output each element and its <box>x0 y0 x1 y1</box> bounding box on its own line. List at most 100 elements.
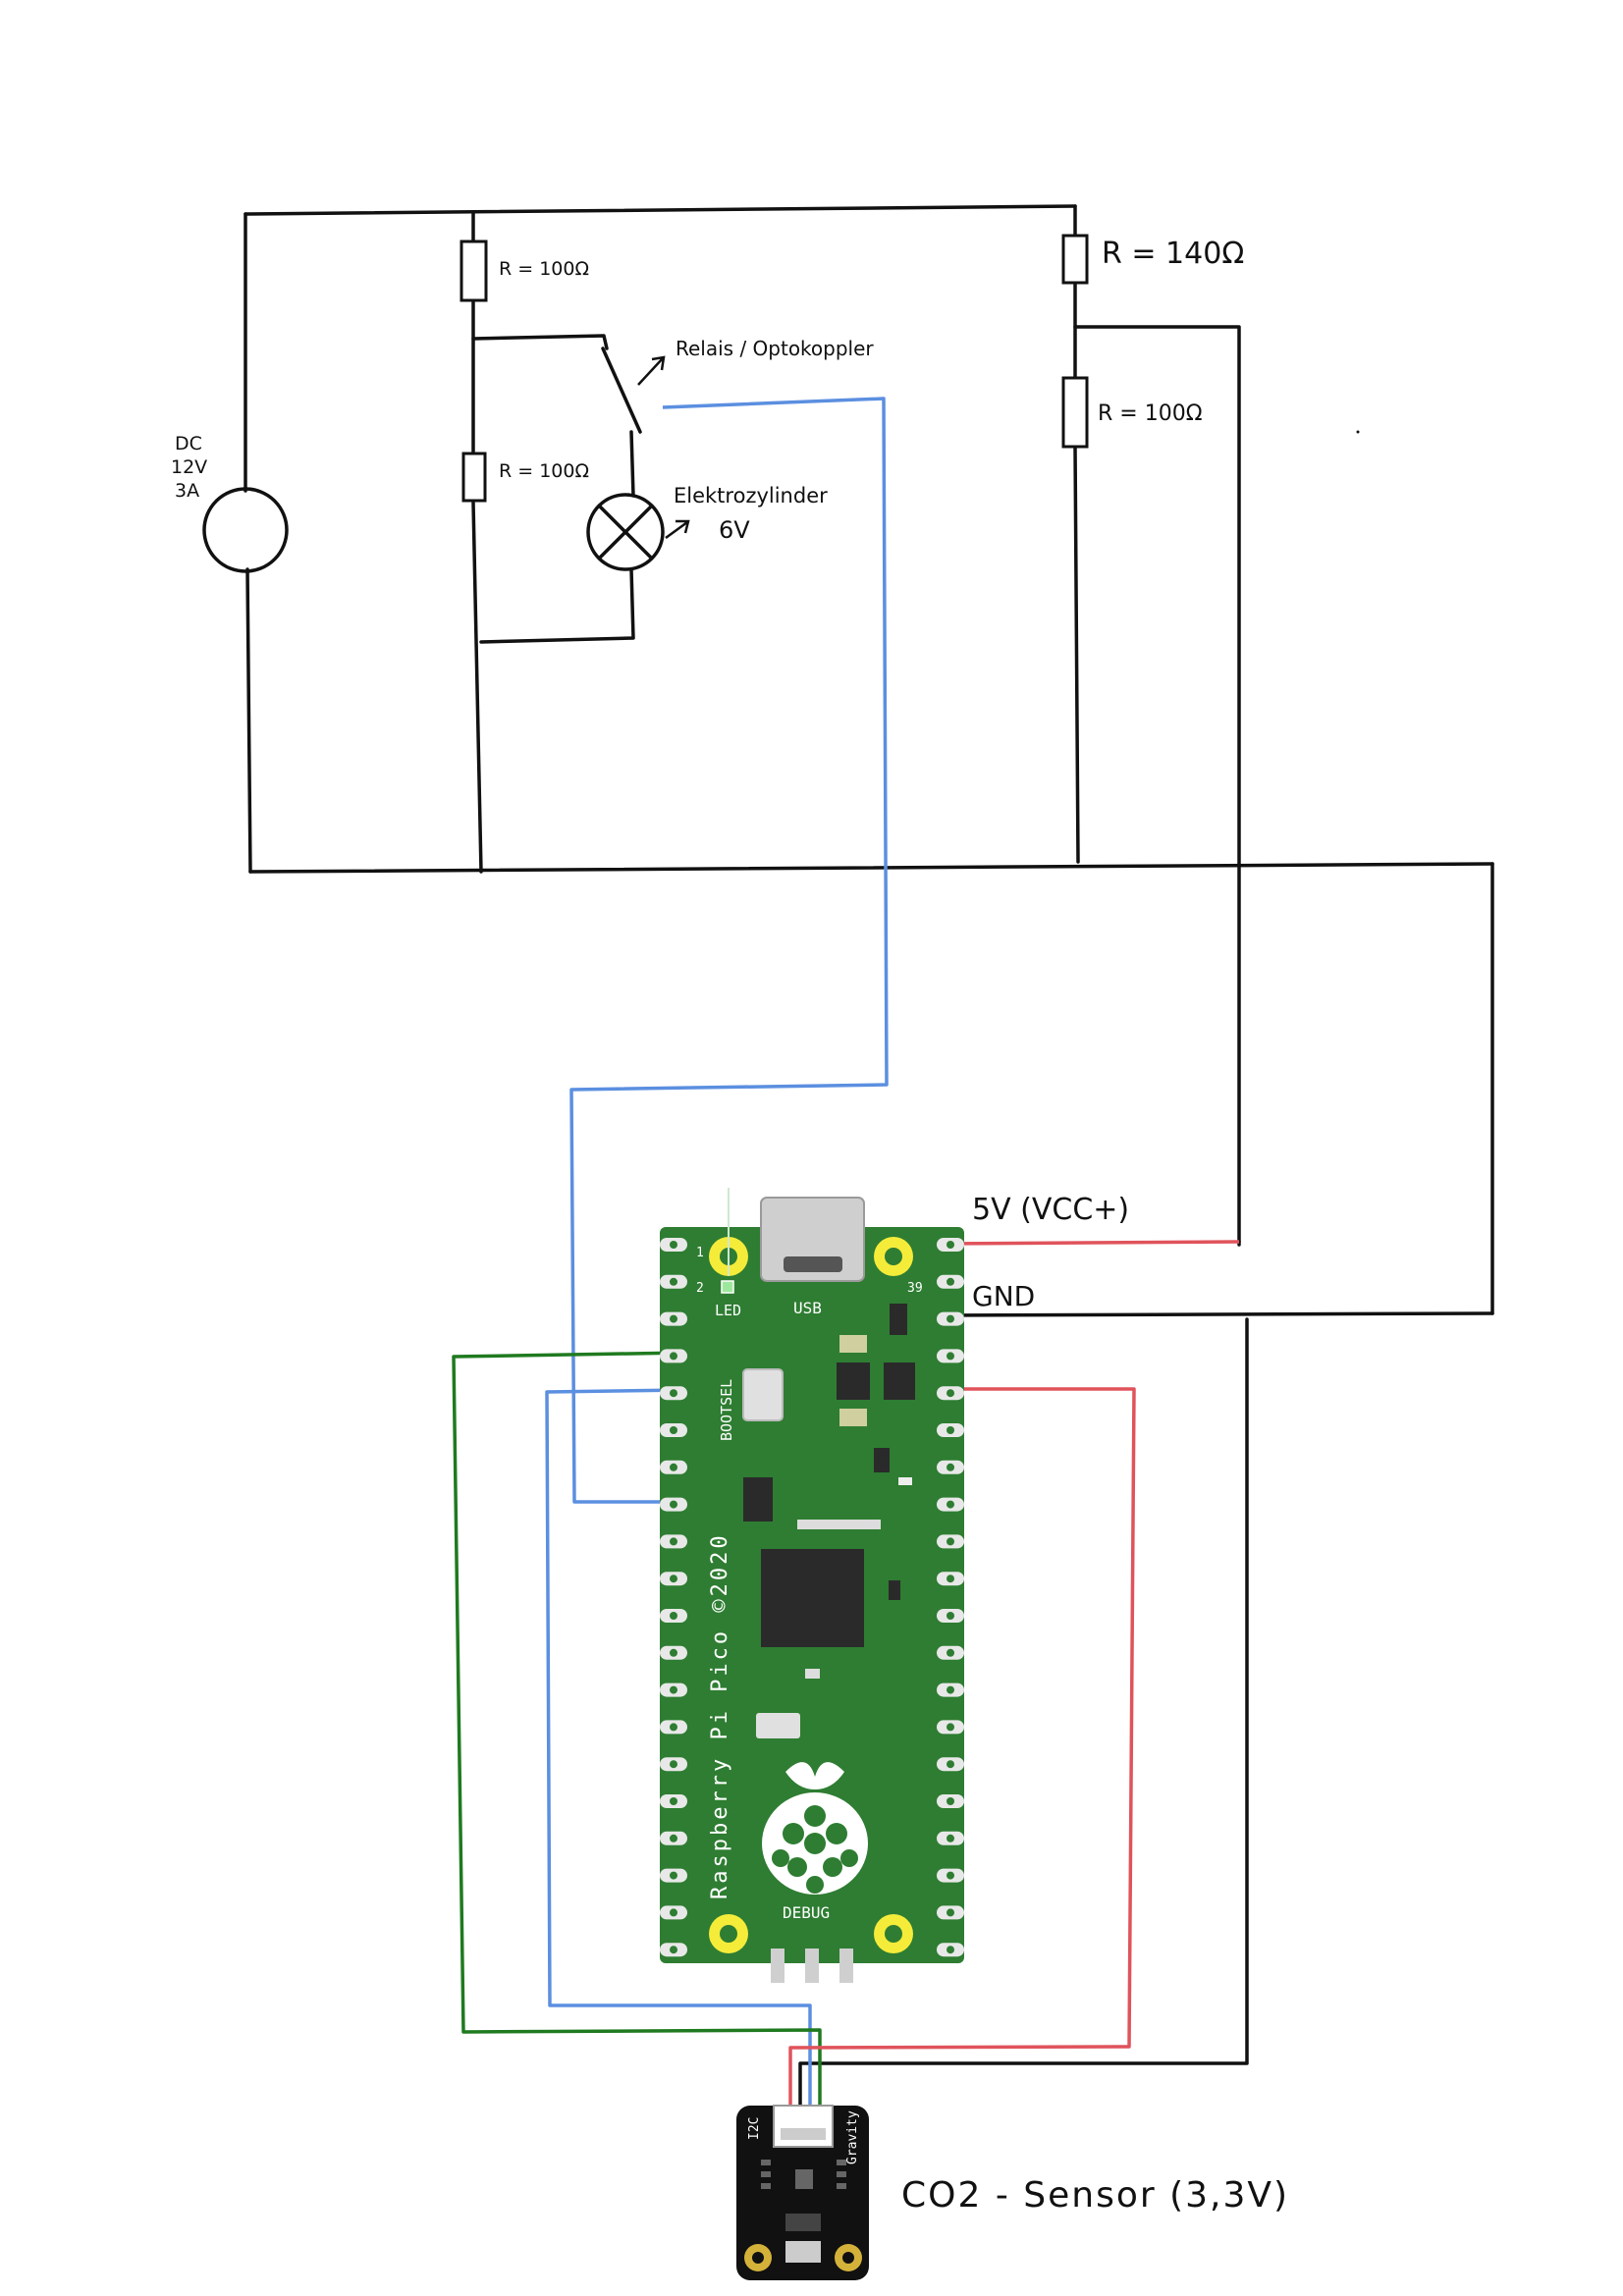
header-pin-hole <box>670 1908 677 1917</box>
header-pin-hole <box>947 1871 954 1880</box>
wire-blue-relay-control <box>569 397 889 1504</box>
wire-left-rail-lower <box>245 567 252 874</box>
wire-relay-feed <box>471 334 609 350</box>
wire-gnd-to-pico <box>936 1311 1494 1317</box>
pico-debug-label: DEBUG <box>783 1903 830 1922</box>
header-pin-hole <box>670 1277 677 1286</box>
resistor-top-left <box>460 240 488 302</box>
header-pin-hole <box>670 1797 677 1805</box>
header-pin-hole <box>947 1908 954 1917</box>
wire-green-sensor <box>452 1351 822 2106</box>
header-pin-hole <box>670 1352 677 1361</box>
header-pin-hole <box>947 1277 954 1286</box>
co2-sensor-board: I2C Gravity <box>736 2105 869 2280</box>
resistor-top-right <box>1061 234 1089 285</box>
lamp-arrow-icon <box>665 519 690 540</box>
header-pin-hole <box>947 1723 954 1732</box>
load-name-label: Elektrozylinder <box>674 484 828 507</box>
pico-pin2-label: 2 <box>696 1281 704 1296</box>
chip-small-4 <box>884 1362 915 1400</box>
sensor-switch <box>785 2241 821 2263</box>
header-pin-hole <box>670 1575 677 1583</box>
crystal <box>756 1713 800 1738</box>
resistor-label-mid-right: R = 100Ω <box>1098 401 1203 426</box>
led-icon <box>721 1280 734 1294</box>
inductor-2 <box>839 1409 867 1426</box>
bootsel-button <box>742 1368 784 1421</box>
dc-label-line2: 12V <box>171 456 207 478</box>
dc-label-line3: 3A <box>175 480 199 502</box>
header-pin-hole <box>670 1871 677 1880</box>
pin-5v-label: 5V (VCC+) <box>972 1193 1129 1227</box>
header-pin-hole <box>670 1834 677 1842</box>
wire-relay-switch <box>601 347 642 434</box>
pico-pin1-label: 1 <box>696 1246 704 1260</box>
relay-label: Relais / Optokoppler <box>676 337 874 360</box>
header-pin-hole <box>947 1612 954 1620</box>
usb-port-slot <box>784 1256 842 1272</box>
wire-left-branch-b <box>471 501 483 874</box>
pico-led-label: LED <box>715 1302 741 1319</box>
stray-dot <box>1356 430 1360 434</box>
header-pin-hole <box>947 1426 954 1434</box>
header-pins-right <box>937 1238 964 1957</box>
header-pin-hole <box>670 1946 677 1954</box>
header-pin-hole <box>947 1575 954 1583</box>
header-pin-hole <box>947 1834 954 1842</box>
header-pin-hole <box>670 1500 677 1509</box>
dc-source-symbol <box>202 487 289 573</box>
header-pins-left <box>660 1238 687 1957</box>
wire-lamp-bottom <box>479 567 635 644</box>
dc-label-line1: DC <box>175 433 202 454</box>
header-pin-hole <box>670 1463 677 1471</box>
wire-divider-tap <box>1073 325 1241 1244</box>
sensor-connector <box>773 2105 834 2148</box>
co2-sensor-label: CO2 - Sensor (3,3V) <box>901 2175 1289 2216</box>
header-pin-hole <box>947 1648 954 1657</box>
sensor-chip <box>785 2214 821 2231</box>
header-pin-hole <box>670 1241 677 1249</box>
header-pin-hole <box>947 1389 954 1398</box>
lamp-symbol <box>586 493 665 571</box>
chip-small-3 <box>837 1362 870 1400</box>
header-pin-hole <box>947 1760 954 1769</box>
resistors <box>460 234 1089 503</box>
header-pin-hole <box>947 1537 954 1546</box>
wire-top-rail <box>243 204 1077 216</box>
resistor-mid-left <box>461 452 487 503</box>
resistor-label-mid-left: R = 100Ω <box>499 460 589 482</box>
signal-wires <box>452 397 1240 2106</box>
sensor-i2c-label: I2C <box>747 2117 762 2140</box>
load-voltage-label: 6V <box>719 516 750 544</box>
debug-pins <box>771 1949 853 1983</box>
wire-sensor-gnd-black <box>798 1317 1249 2108</box>
header-pin-hole <box>670 1389 677 1398</box>
relay-arrow-icon <box>637 355 666 386</box>
header-pin-hole <box>670 1760 677 1769</box>
chip-small-2 <box>890 1304 907 1335</box>
dc-source: DC 12V 3A <box>171 433 289 573</box>
lamp-cross-icon <box>597 504 654 561</box>
sensor-pcb <box>736 2106 869 2280</box>
pico-usb-label: USB <box>793 1299 822 1317</box>
load-lamp <box>586 493 690 571</box>
pico-pin39-label: 39 <box>907 1281 923 1296</box>
header-pin-hole <box>947 1463 954 1471</box>
resistor-mid-right <box>1061 376 1089 449</box>
rp2040-chip <box>761 1549 864 1647</box>
header-pin-hole <box>670 1612 677 1620</box>
pico-bootsel-label: BOOTSEL <box>718 1379 735 1441</box>
wire-relay-out <box>629 430 635 498</box>
header-pin-hole <box>947 1314 954 1323</box>
header-pin-hole <box>947 1946 954 1954</box>
raspberry-pi-pico: LED USB 1 2 39 BOOTSEL <box>660 1188 964 1983</box>
header-pin-hole <box>670 1723 677 1732</box>
sensor-gravity-label: Gravity <box>845 2110 860 2164</box>
wire-bottom-rail <box>248 862 1494 874</box>
chip-small-1 <box>743 1477 773 1522</box>
header-pin-hole <box>670 1648 677 1657</box>
header-pin-hole <box>947 1352 954 1361</box>
header-pin-hole <box>670 1537 677 1546</box>
relay-annotation: Relais / Optokoppler <box>637 337 874 386</box>
